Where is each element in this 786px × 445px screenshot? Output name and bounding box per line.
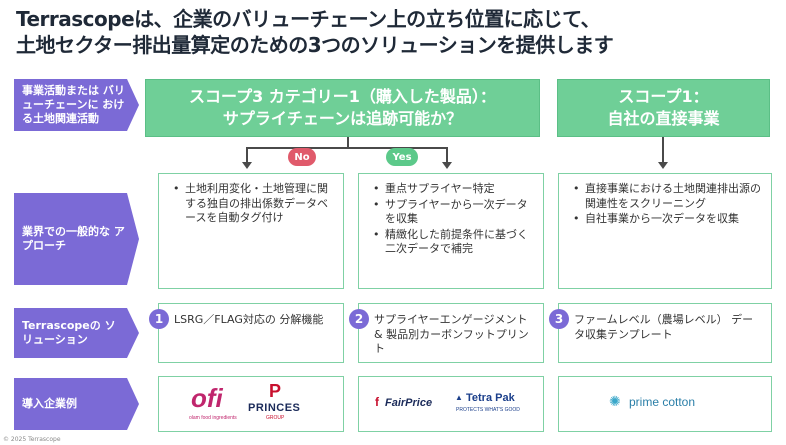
- arrow-down-icon: [242, 162, 252, 169]
- scope1-line-2: 自社の直接事業: [607, 109, 720, 128]
- solution-card-3: [558, 303, 772, 363]
- solution-text-3: ファームレベル（農場レベル） データ収集テンプレート: [574, 313, 754, 341]
- approach-card-yes: 重点サプライヤー特定 サプライヤーから一次データを収集 精緻化した前提条件に基づ…: [358, 173, 544, 289]
- princes-logo-subtitle: GROUP: [266, 415, 285, 421]
- tetrapak-icon: ▲: [455, 393, 463, 402]
- tetrapak-logo-subtitle: PROTECTS WHAT'S GOOD: [456, 407, 520, 413]
- connector-stem: [347, 137, 349, 147]
- scope3-line-1: スコープ3 カテゴリー1（購入した製品）：: [189, 87, 496, 106]
- solution-text-2: サプライヤーエンゲージメント & 製品別カーボンフットプリント: [374, 313, 529, 355]
- title-line-1: Terrascopeは、企業のバリューチェーン上の立ち位置に応じて、: [16, 7, 601, 31]
- arrow-down-icon: [658, 162, 668, 169]
- princes-logo: PRINCES: [248, 402, 301, 414]
- approach-yes-item: 重点サプライヤー特定: [371, 182, 533, 197]
- ofi-logo: ofi: [191, 383, 223, 413]
- solution-number-1: 1: [149, 309, 169, 329]
- approach-no-item: 土地利用変化・土地管理に関する独自の排出係数データベースを自動タグ付け: [171, 182, 333, 226]
- solution-number-2: 2: [349, 309, 369, 329]
- scope1-line-1: スコープ1：: [618, 87, 709, 106]
- tetrapak-logo: Tetra Pak: [466, 392, 515, 404]
- approach-scope1-item: 自社事業から一次データを収集: [571, 212, 761, 227]
- solution-text-1: LSRG／FLAG対応の 分解機能: [174, 313, 324, 326]
- scope3-box: スコープ3 カテゴリー1（購入した製品）： サプライチェーンは追跡可能か？: [145, 79, 540, 137]
- yes-badge: Yes: [386, 148, 418, 166]
- connector-horizontal: [246, 147, 448, 149]
- logo-card-2: f FairPrice ▲ Tetra Pak PROTECTS WHAT'S …: [358, 376, 544, 432]
- connector-scope1: [662, 137, 664, 163]
- fairprice-icon: f: [375, 395, 379, 409]
- copyright: © 2025 Terrascope: [3, 436, 61, 443]
- scope1-box: スコープ1： 自社の直接事業: [557, 79, 770, 137]
- fairprice-logo: FairPrice: [385, 397, 433, 409]
- primecotton-flower-icon: ✺: [609, 393, 621, 409]
- no-badge: No: [288, 148, 316, 166]
- row-label-solution: Terrascopeの ソリューション: [14, 308, 139, 358]
- solution-card-2: [358, 303, 544, 363]
- connector-right: [446, 147, 448, 163]
- arrow-down-icon: [442, 162, 452, 169]
- solution-number-3: 3: [549, 309, 569, 329]
- approach-card-scope1: 直接事業における土地関連排出源の関連性をスクリーニング 自社事業から一次データを…: [558, 173, 772, 289]
- primecotton-logo: prime cotton: [629, 395, 696, 409]
- approach-yes-item: 精緻化した前提条件に基づく二次データで補完: [371, 228, 533, 257]
- approach-yes-item: サプライヤーから一次データを収集: [371, 198, 533, 227]
- row-label-activity: 事業活動または バリューチェーンに おける土地関連活動: [14, 79, 139, 131]
- ofi-logo-subtitle: olam food ingredients: [189, 415, 237, 421]
- logo-card-3: ✺ prime cotton: [558, 376, 772, 432]
- title-line-2: 土地セクター排出量算定のための3つのソリューションを提供します: [16, 33, 614, 57]
- row-label-examples: 導入企業例: [14, 378, 139, 430]
- row-label-approach: 業界での一般的な アプローチ: [14, 193, 139, 285]
- connector-left: [246, 147, 248, 163]
- logo-card-1: ofi olam food ingredients P PRINCES GROU…: [158, 376, 344, 432]
- approach-card-no: 土地利用変化・土地管理に関する独自の排出係数データベースを自動タグ付け: [158, 173, 344, 289]
- princes-p-icon: P: [269, 381, 282, 401]
- approach-scope1-item: 直接事業における土地関連排出源の関連性をスクリーニング: [571, 182, 761, 211]
- page-title: Terrascopeは、企業のバリューチェーン上の立ち位置に応じて、 土地セクタ…: [16, 6, 776, 58]
- solution-card-1: [158, 303, 344, 363]
- scope3-line-2: サプライチェーンは追跡可能か？: [222, 109, 463, 128]
